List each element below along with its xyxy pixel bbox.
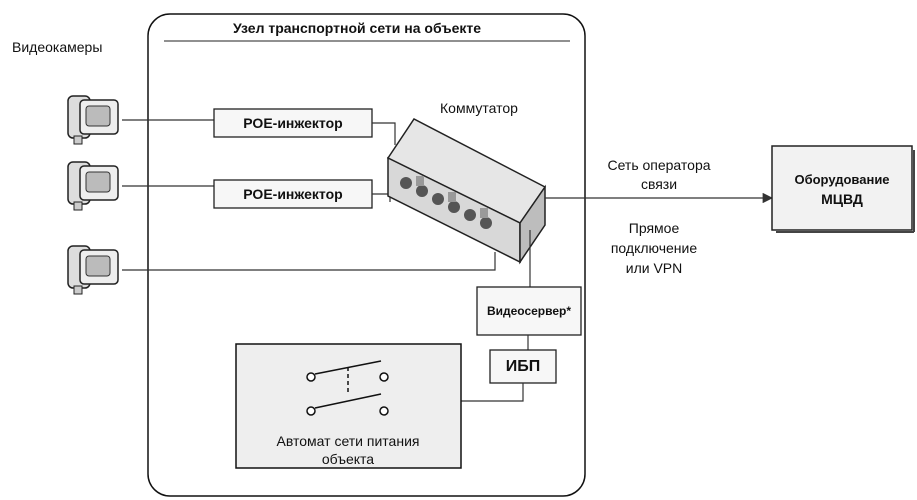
direct-connection-label-line-1: Прямое: [628, 220, 680, 236]
transport-node-title: Узел транспортной сети на объекте: [233, 20, 482, 36]
direct-connection-label-line-2: подключение: [610, 240, 698, 256]
transport-node-frame: [147, 13, 586, 497]
switch-label: Коммутатор: [440, 100, 518, 116]
breaker-symbol-icon: [306, 360, 389, 416]
breaker-label-line-2: объекта: [321, 451, 375, 467]
poe-injector-1-box: [213, 108, 373, 138]
video-server-box: [476, 286, 582, 336]
ups-label: ИБП: [505, 357, 541, 375]
camera-2-icon: [67, 161, 119, 211]
equipment-label-line-1: Оборудование: [794, 172, 890, 187]
ups-box: [489, 349, 557, 384]
equipment-label-line-2: МЦВД: [821, 191, 863, 207]
camera-1-icon: [67, 95, 119, 145]
poe-injector-1-label: РОЕ-инжектор: [243, 115, 343, 131]
equipment-box: [771, 145, 913, 231]
ups-to-breaker-cable: [461, 383, 524, 402]
direct-connection-label-line-3: или VPN: [625, 260, 683, 276]
operator-network-label-line-2: связи: [640, 176, 678, 192]
breaker-label-line-1: Автомат сети питания: [276, 433, 420, 449]
switch-icon: [386, 118, 547, 265]
cameras-label: Видеокамеры: [12, 39, 103, 55]
breaker-box: [235, 343, 462, 469]
video-server-label: Видеосервер*: [486, 304, 572, 318]
camera-3-icon: [67, 245, 119, 295]
poe-1-to-switch-cable: [372, 122, 396, 145]
poe-injector-2-label: РОЕ-инжектор: [243, 186, 343, 202]
operator-network-label-line-1: Сеть оператора: [607, 157, 711, 173]
camera-3-cable: [122, 252, 496, 271]
